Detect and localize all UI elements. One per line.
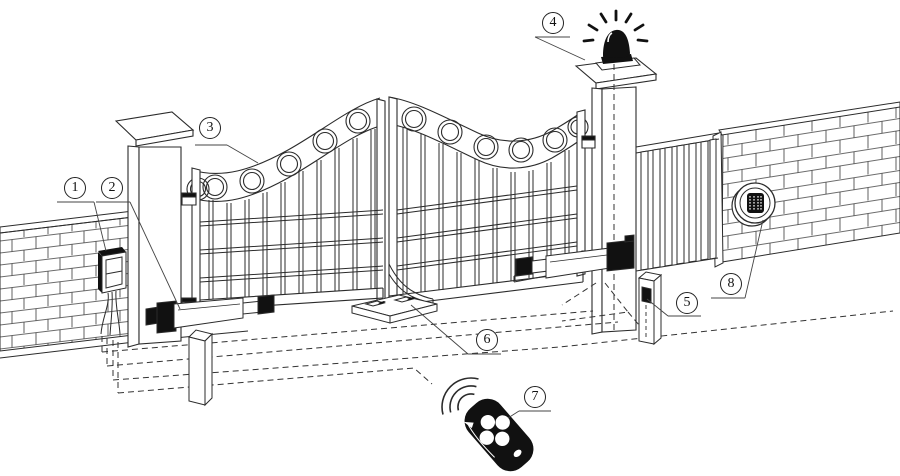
left-pillar-side — [127, 145, 140, 348]
gate-opener-left-arm — [145, 294, 275, 334]
callout-5: 5 — [676, 292, 698, 314]
band-top-curve — [191, 97, 381, 175]
photocell-post — [637, 271, 663, 346]
band-top-curve — [388, 96, 584, 142]
callout-6: 6 — [476, 329, 498, 351]
bottom-rail — [199, 287, 384, 311]
band-bottom-curve — [191, 125, 381, 203]
gate-left-leaf — [181, 97, 386, 313]
band-rings — [401, 106, 589, 163]
callout-4: 4 — [542, 12, 564, 34]
gate-opener-right-arm — [513, 234, 635, 283]
band-bottom-curve — [388, 123, 584, 169]
code-keypad — [731, 182, 776, 227]
right-stile — [576, 109, 586, 277]
callout-2: 2 — [101, 177, 123, 199]
left-stile — [191, 167, 201, 313]
fence-panel — [635, 132, 720, 272]
bars — [208, 129, 376, 299]
callout-8: 8 — [720, 273, 742, 295]
center-stile-left — [376, 98, 386, 303]
callout-1: 1 — [64, 177, 86, 199]
remote-control — [463, 398, 534, 472]
rails — [199, 209, 384, 283]
callout-3: 3 — [199, 117, 221, 139]
lamp-rays-icon — [582, 9, 649, 43]
corner-bracket — [388, 263, 434, 300]
right-pillar-front — [601, 86, 637, 333]
gate-stopper — [351, 263, 438, 324]
foreground-post — [188, 329, 213, 407]
right-pillar-side — [591, 87, 603, 335]
bottom-rail — [388, 271, 584, 307]
radio-waves-icon — [441, 377, 479, 415]
rails — [396, 185, 578, 271]
right-brick-wall — [712, 101, 900, 268]
left-pillar — [114, 111, 195, 348]
flashing-lamp — [582, 9, 649, 71]
callout-leader-lines — [57, 36, 764, 419]
left-pillar-front — [138, 146, 182, 345]
center-stile-right — [388, 96, 398, 301]
callout-7: 7 — [524, 386, 546, 408]
photocell-window — [641, 286, 652, 304]
control-box-wires — [100, 290, 121, 336]
control-box — [98, 247, 127, 336]
